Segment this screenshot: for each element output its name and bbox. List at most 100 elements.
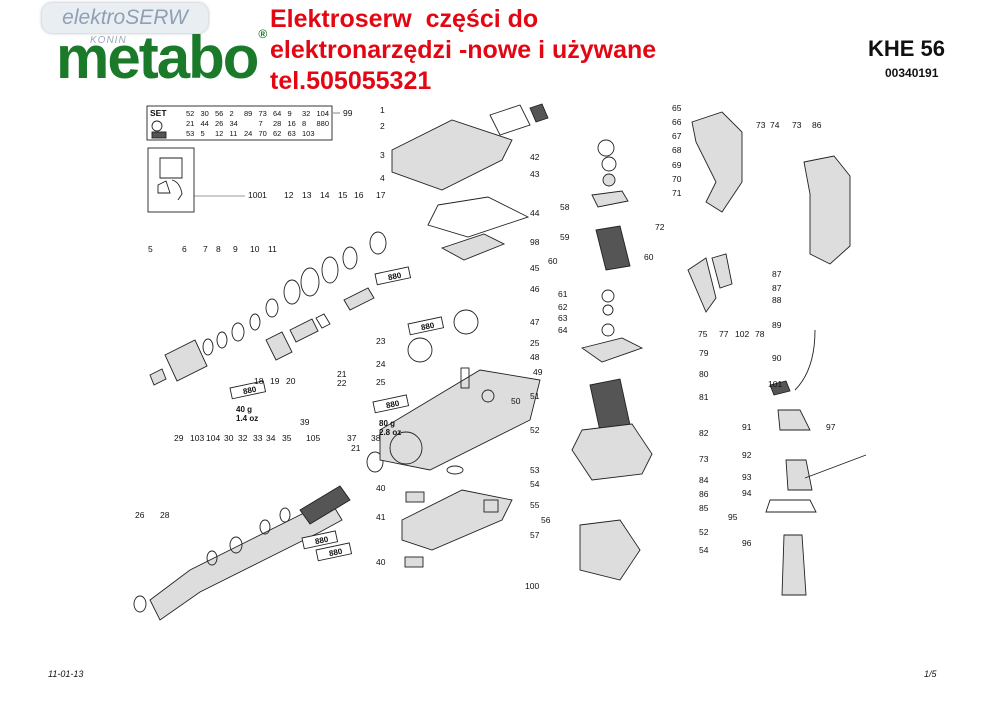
set-cell: 34 bbox=[230, 119, 238, 128]
part-number-label: 61 bbox=[558, 289, 568, 299]
model-code: 00340191 bbox=[885, 66, 939, 80]
part-number-label: 102 bbox=[735, 329, 749, 339]
set-cell: 7 bbox=[259, 119, 263, 128]
inset-switch-box bbox=[147, 147, 245, 213]
cable bbox=[794, 329, 816, 391]
set-cell: 62 bbox=[273, 129, 281, 138]
title-line-2: elektronarzędzi -nowe i używane bbox=[270, 36, 657, 64]
part-number-label: 14 bbox=[320, 190, 330, 200]
part-number-label: 87 bbox=[772, 283, 782, 293]
part-number-label: 79 bbox=[699, 348, 709, 358]
part-number-label: 37 bbox=[347, 433, 357, 443]
shop-title: Elektroserw części do elektronarzędzi -no… bbox=[270, 4, 656, 97]
part-number-label: 59 bbox=[560, 232, 570, 242]
part-number-label: 78 bbox=[755, 329, 765, 339]
set-ref: 99 bbox=[343, 108, 353, 118]
grease-amount: 40 g bbox=[236, 405, 252, 414]
part-number-label: 75 bbox=[698, 329, 708, 339]
set-cell: 12 bbox=[215, 129, 223, 138]
part-number-label: 89 bbox=[772, 320, 782, 330]
part-number-label: 72 bbox=[655, 222, 665, 232]
part-number-label: 71 bbox=[672, 188, 682, 198]
part-number-label: 86 bbox=[699, 489, 709, 499]
set-cell: 9 bbox=[288, 109, 292, 118]
part-number-label: 22 bbox=[337, 378, 347, 388]
part-number-label: 17 bbox=[376, 190, 386, 200]
part-number-label: 60 bbox=[548, 256, 558, 266]
part-number-label: 11 bbox=[268, 244, 277, 254]
part-number-label: 62 bbox=[558, 302, 568, 312]
part-number-label: 46 bbox=[530, 284, 540, 294]
stator bbox=[589, 378, 631, 432]
part-number-label: 101 bbox=[768, 379, 782, 389]
part-number-label: 9 bbox=[233, 244, 238, 254]
part-number-label: 105 bbox=[306, 433, 320, 443]
part-number-label: 73 bbox=[756, 120, 766, 130]
side-handle-clamp bbox=[777, 409, 811, 431]
grease-tube-label: 880 bbox=[314, 535, 329, 547]
part-number-label: 97 bbox=[826, 422, 836, 432]
set-cell: 880 bbox=[317, 119, 330, 128]
handle-half-right bbox=[803, 155, 851, 265]
set-cell: 52 bbox=[186, 109, 194, 118]
part-number-label: 53 bbox=[530, 465, 540, 475]
set-cell: 11 bbox=[230, 129, 238, 138]
set-cell: 5 bbox=[201, 129, 205, 138]
part-number-label: 73 bbox=[699, 454, 709, 464]
part-number-label: 57 bbox=[530, 530, 540, 540]
part-number-label: 20 bbox=[286, 376, 296, 386]
set-cell: 44 bbox=[201, 119, 209, 128]
handle-half-left bbox=[691, 111, 743, 213]
part-number-label: 7 bbox=[203, 244, 208, 254]
set-cell: 28 bbox=[273, 119, 281, 128]
part-number-label: 30 bbox=[224, 433, 234, 443]
part-number-label: 47 bbox=[530, 317, 540, 327]
set-cell: 70 bbox=[259, 129, 267, 138]
handle-assembly-drawing bbox=[687, 111, 867, 596]
set-cell: 26 bbox=[215, 119, 223, 128]
part-number-label: 42 bbox=[530, 152, 540, 162]
registered-mark: ® bbox=[258, 27, 267, 41]
part-number-label: 68 bbox=[672, 145, 682, 155]
grease-tube-body bbox=[374, 266, 412, 286]
part-number-label: 52 bbox=[530, 425, 540, 435]
part-number-label: 73 bbox=[792, 120, 802, 130]
grease-unit: 1.4 oz bbox=[236, 414, 258, 423]
set-cell: 89 bbox=[244, 109, 252, 118]
part-number-label: 12 bbox=[284, 190, 294, 200]
part-number-label: 44 bbox=[530, 208, 540, 218]
grease-tube-body bbox=[229, 380, 267, 400]
set-cell: 56 bbox=[215, 109, 223, 118]
part-number-label: 23 bbox=[376, 336, 386, 346]
set-table-frame bbox=[146, 105, 333, 141]
gear-housing-drawing bbox=[379, 103, 549, 568]
part-number-label: 64 bbox=[558, 325, 568, 335]
part-number-label: 4 bbox=[380, 173, 385, 183]
part-number-label: 25 bbox=[530, 338, 540, 348]
part-number-label: 8 bbox=[216, 244, 221, 254]
part-number-label: 5 bbox=[148, 244, 153, 254]
part-number-label: 77 bbox=[719, 329, 729, 339]
title-line-3: tel.505055321 bbox=[270, 67, 432, 95]
part-number-label: 93 bbox=[742, 472, 752, 482]
part-number-label: 1 bbox=[380, 105, 385, 115]
top-cover bbox=[391, 119, 513, 191]
set-cell: 53 bbox=[186, 129, 194, 138]
armature bbox=[595, 225, 631, 271]
set-cell: 103 bbox=[302, 129, 315, 138]
cover-plate bbox=[579, 519, 641, 581]
part-number-label: 82 bbox=[699, 428, 709, 438]
grease-tube-body bbox=[315, 542, 353, 562]
title-line-1: Elektroserw części do bbox=[270, 5, 539, 33]
part-number-label: 25 bbox=[376, 377, 386, 387]
grease-tube-label: 880 bbox=[328, 547, 343, 559]
gasket bbox=[427, 196, 530, 238]
striker-cylinder bbox=[299, 485, 351, 525]
part-number-label: 87 bbox=[772, 269, 782, 279]
watermark-badge: elektroSERW bbox=[42, 3, 208, 33]
grease-tube: 880 bbox=[374, 266, 412, 286]
gear-housing bbox=[379, 369, 541, 471]
